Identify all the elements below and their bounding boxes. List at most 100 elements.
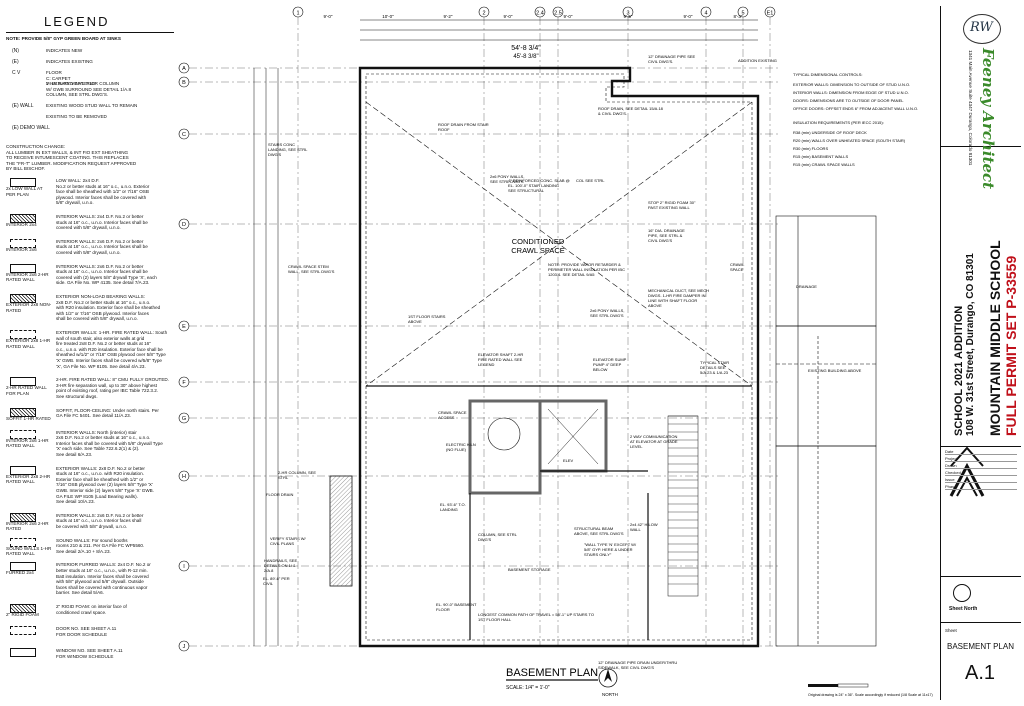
grid-label: D <box>182 222 186 228</box>
wall-type-description: LOW WALL: 2x4 D.F. No.2 or better studs … <box>56 178 150 206</box>
architect-seal-icon: RW <box>963 14 1001 44</box>
wall-type-tag: INTERIOR 2x6 2-HR RATED <box>6 520 50 532</box>
wall-type-swatch <box>10 294 36 303</box>
plan-note: NOTE: PROVIDE VAPOR RETARDER &PERIMETER … <box>548 262 625 277</box>
sheet-label: Sheet <box>945 628 957 633</box>
grid-label: 2.4 <box>536 11 544 17</box>
grid-label: B <box>182 80 186 86</box>
grid-label: E <box>182 324 186 330</box>
plan-note: LONGEST COMMON PATH OF TRAVEL = 58'-1" U… <box>478 612 594 622</box>
wall-type-tag: 2-HR RATED WALL FOR PLAN <box>6 385 48 396</box>
plan-note: EXTERIOR WALLS: DIMENSION TO OUTSIDE OF … <box>793 82 910 87</box>
legend-note: NOTE: PROVIDE 5/8" GYP GREEN BOARD AT SI… <box>6 36 121 41</box>
wall-type-swatch <box>10 648 36 657</box>
legend-symbol-text: INDICATES EXISTING <box>46 59 93 64</box>
plan-scale: SCALE: 1/4" = 1'-0" <box>506 685 550 691</box>
wall-type-swatch <box>10 537 36 547</box>
legend-symbol-text: 2-HR RATED EXTERIOR COLUMN W/ GWB SURROU… <box>46 81 131 92</box>
plan-title: BASEMENT PLAN <box>506 667 598 679</box>
wall-type-tag: EXTERIOR 2x8 NON-RATED <box>6 302 52 313</box>
overall-dimension: 54'-8 3/4" <box>511 45 541 52</box>
legend-symbol: (N) <box>12 48 19 54</box>
wall-type-description: SOFFIT, FLOOR-CEILING: Under north stair… <box>56 407 159 419</box>
plan-note: EXISTING BUILDING ABOVE <box>808 368 862 373</box>
wall-type-tag: INTERIOR 2x6 <box>6 246 37 252</box>
wall-type-swatch <box>10 238 36 248</box>
plan-note: R20 (min) WALLS OVER UNHEATED SPACE (SOU… <box>793 138 906 143</box>
wall-type-tag: EXTERIOR 2x8 2-HR RATED WALL <box>6 473 52 485</box>
wall-type-description: INTERIOR WALLS: 2x6 D.F. No.2 or better … <box>56 263 157 286</box>
plan-note: INSULATION REQUIREMENTS (PER IECC 2015): <box>793 120 884 125</box>
legend-title: LEGEND <box>44 14 110 29</box>
wall-type-swatch <box>10 429 36 439</box>
wall-type-description: EXTERIOR NON-LOAD BEARING WALLS: 2x8 D.F… <box>56 294 161 322</box>
grid-label: 4 <box>704 11 707 17</box>
grid-label: 1 <box>296 11 299 17</box>
graphic-scale-bar <box>808 683 869 688</box>
plan-note: BASEMENT STORAGE <box>508 567 551 572</box>
plan-note: COL SEE STRL <box>576 178 605 183</box>
project-subtitle: SCHOOL 2021 ADDITION <box>953 305 965 436</box>
stair-treads <box>668 415 698 585</box>
grid-label: H <box>182 474 186 480</box>
legend-symbol-text: COLUMN, SEE STRL DWG'S. <box>46 92 109 97</box>
wall-type-tag: INTERIOR 2x4 <box>6 222 37 227</box>
grid-label: E1 <box>767 11 774 17</box>
plan-note: 2x6 PONY WALLS,SEE STRL DWG'S <box>490 174 524 184</box>
plan-note: INTERIOR WALLS: DIMENSION FROM EDGE OF S… <box>793 90 909 95</box>
plan-note: DRAINAGE <box>796 284 817 289</box>
revision-row <box>945 468 1017 469</box>
revision-label: Checked <box>945 470 961 475</box>
grid-label: 2 <box>482 11 485 17</box>
revision-row <box>945 475 1017 476</box>
school-logo-icon <box>949 446 985 497</box>
plan-note: DOORS: DIMENSIONS ARE TO OUTSIDE OF DOOR… <box>793 98 904 103</box>
wall-type-description: 2" RIGID FOAM: on interior face of condi… <box>56 604 127 615</box>
revision-row <box>945 482 1017 483</box>
legend-symbol: (E) DEMO WALL <box>12 125 50 131</box>
revision-row <box>945 454 1017 455</box>
wall-type-tag: INTERIOR 2x6 1-HR RATED WALL <box>6 437 50 449</box>
project-cell: MOUNTAIN MIDDLE SCHOOL FULL PERMIT SET P… <box>941 146 1021 497</box>
permit-label: FULL PERMIT SET P-33559 <box>1003 255 1019 436</box>
wall-type-description: INTERIOR WALLS: 2x6 D.F. No.2 or better … <box>56 512 144 529</box>
plan-notes: ROOF DRAIN, SEE DETAIL 15/A.18& CIVIL DW… <box>263 54 918 670</box>
dimension-label: 9'-0" <box>324 14 333 19</box>
wall-type-swatch <box>10 178 36 187</box>
architect-logo-cell: RW Feeney Architect 1341 Main Avenue Sui… <box>941 6 1021 189</box>
legend-symbol-text: EXISTING TO BE REMOVED <box>46 114 107 119</box>
wall-type-swatch <box>10 604 36 613</box>
revision-label: Phase <box>945 484 957 489</box>
legend-symbol: (E) WALL <box>12 103 34 109</box>
sheet-title: BASEMENT PLAN <box>947 642 1014 651</box>
wall-type-swatch <box>10 263 36 273</box>
wall-type-tag: SOUND WALLS 1-HR RATED WALL <box>6 545 53 557</box>
dimension-label: 9'-0" <box>564 14 573 19</box>
dimension-label: 8'-3" <box>734 14 743 19</box>
plan-note: ROOF DRAIN, SEE DETAIL 15/A.18& CIVIL DW… <box>598 106 664 116</box>
plan-note: ADDITION EXISTING <box>738 58 777 63</box>
plan-note: FLOOR DRAIN <box>266 492 293 497</box>
hatched-stair <box>330 476 352 586</box>
wall-type-swatch <box>10 330 36 339</box>
dimension-lines <box>253 19 758 646</box>
wall-type-description: INTERIOR FURRED WALLS: 2x4 D.F. No.2 or … <box>56 562 151 596</box>
